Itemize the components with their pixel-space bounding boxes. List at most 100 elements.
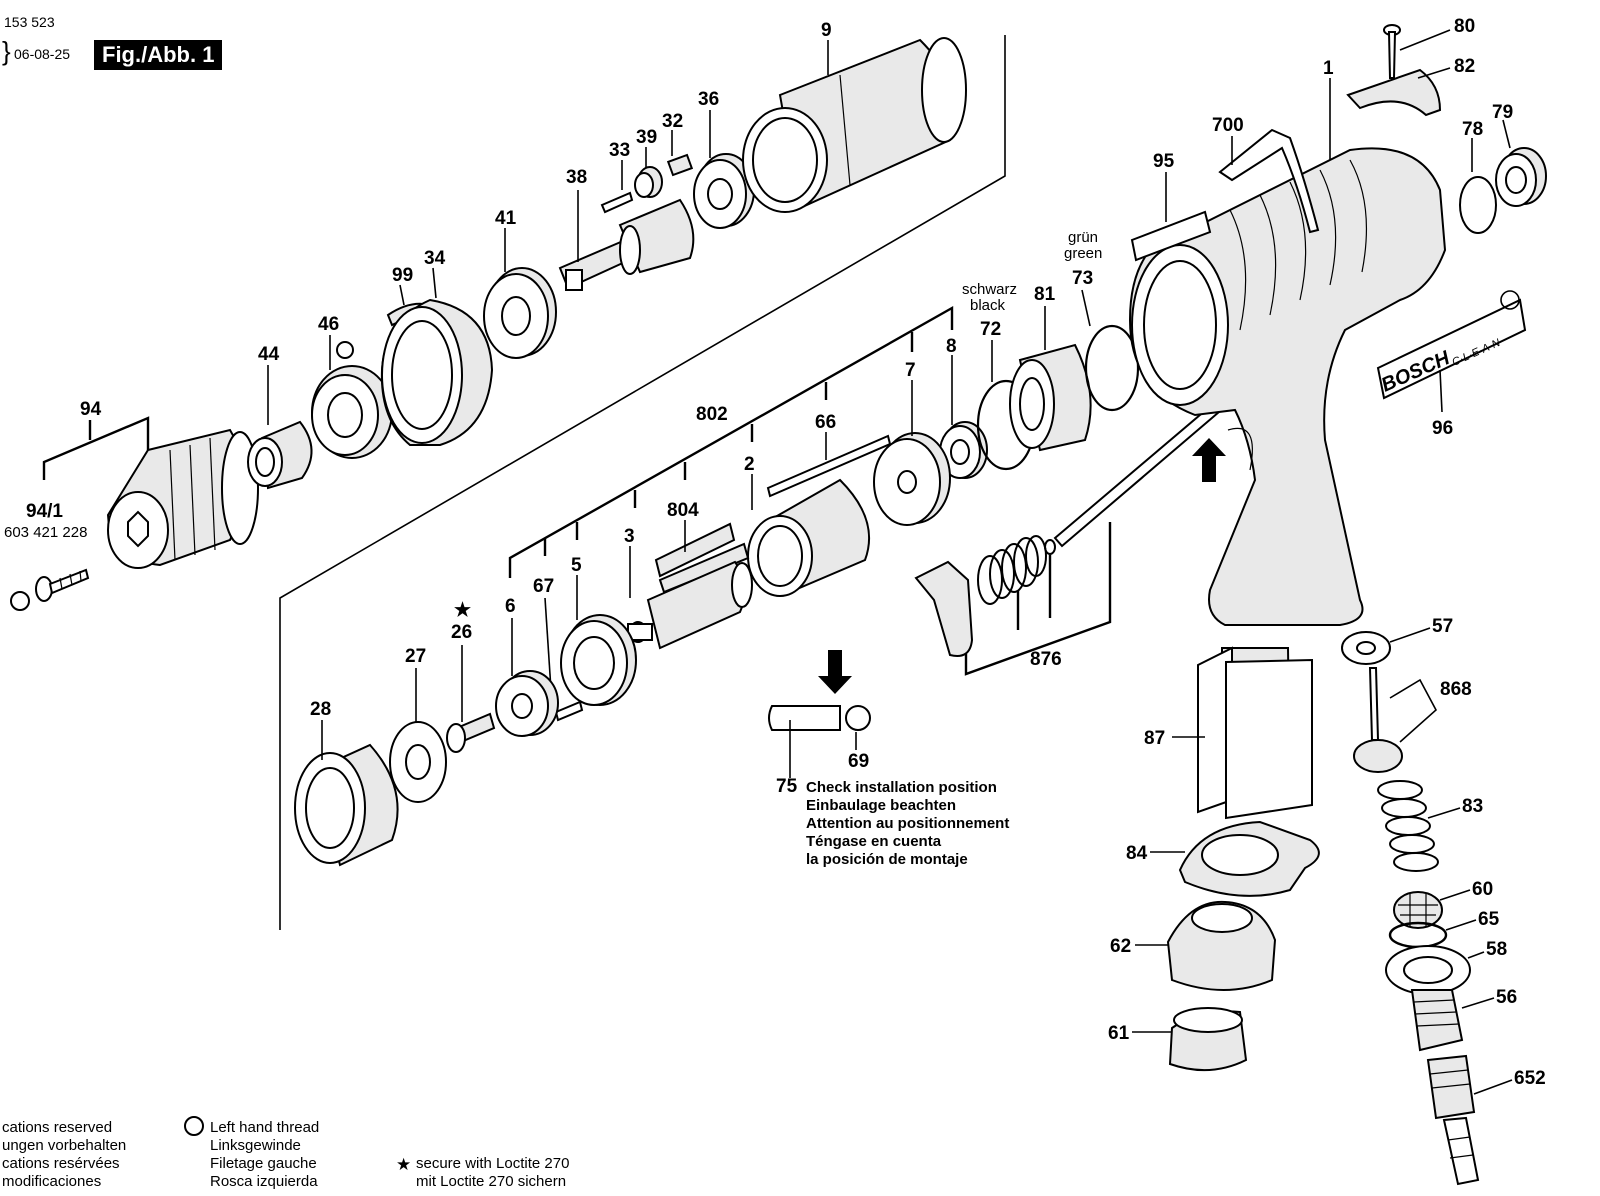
part-36-bearing — [693, 153, 755, 229]
label-9: 9 — [821, 20, 832, 41]
label-3: 3 — [624, 526, 635, 547]
label-876: 876 — [1030, 649, 1062, 670]
part-79-plug — [1495, 147, 1547, 207]
label-2: 2 — [744, 454, 755, 475]
part-804-blades — [654, 522, 750, 594]
part-73-o-ring — [1084, 324, 1140, 412]
install-note-line-4: Téngase en cuenta — [806, 833, 942, 850]
bracket-94 — [42, 416, 150, 480]
footer-loctite-2: mit Loctite 270 sichern — [416, 1173, 566, 1190]
part-5-end-plate — [560, 614, 637, 706]
loctite-star-26: ★ — [454, 600, 471, 621]
label-69: 69 — [848, 751, 869, 772]
label-84: 84 — [1126, 843, 1148, 864]
label-75: 75 — [776, 776, 798, 797]
label-27: 27 — [405, 646, 426, 667]
part-80-screw — [1383, 24, 1401, 79]
label-802: 802 — [696, 404, 728, 425]
label-79: 79 — [1492, 102, 1513, 123]
drill-chuck — [106, 428, 259, 569]
label-38: 38 — [566, 167, 587, 188]
part-34-ring-housing — [380, 298, 494, 446]
drawing-number: 153 523 — [4, 14, 55, 30]
label-66: 66 — [815, 412, 836, 433]
part-8-bearing — [939, 421, 988, 479]
screw-94-1 — [35, 568, 90, 602]
part-56-nipple — [1410, 989, 1464, 1052]
part-58-washer — [1385, 945, 1471, 995]
left-hand-thread-symbol-46 — [336, 341, 354, 359]
label-36: 36 — [698, 89, 719, 110]
footer-loctite-1: secure with Loctite 270 — [416, 1155, 569, 1172]
install-note-line-3: Attention au positionnement — [806, 815, 1009, 832]
label-60: 60 — [1472, 879, 1493, 900]
label-67: 67 — [533, 576, 554, 597]
part-6-bearing — [495, 670, 559, 737]
part-39-gear — [634, 166, 663, 198]
label-62: 62 — [1110, 936, 1131, 957]
label-1: 1 — [1323, 58, 1334, 79]
label-7: 7 — [905, 360, 916, 381]
label-94: 94 — [80, 399, 102, 420]
label-81: 81 — [1034, 284, 1056, 305]
part-84-cover — [1178, 820, 1320, 897]
part-26-pinion — [446, 712, 496, 753]
label-46: 46 — [318, 314, 339, 335]
footer-lht-3: Filetage gauche — [210, 1155, 317, 1172]
figure-label: Fig./Abb. 1 — [94, 40, 223, 70]
label-44: 44 — [258, 344, 280, 365]
label-39: 39 — [636, 127, 657, 148]
label-652: 652 — [1514, 1068, 1546, 1089]
label-34: 34 — [424, 248, 446, 269]
label-56: 56 — [1496, 987, 1517, 1008]
part-38-spindle — [558, 198, 695, 291]
label-61: 61 — [1108, 1023, 1130, 1044]
label-41: 41 — [495, 208, 517, 229]
footer-reserved-3: cations resérvées — [2, 1155, 120, 1172]
part-81-valve-sleeve — [1009, 343, 1092, 452]
part-28-ring-gear — [294, 743, 399, 867]
color-note-black-de: schwarz — [962, 281, 1017, 298]
part-700-hanger — [1218, 128, 1320, 234]
label-96: 96 — [1432, 418, 1453, 439]
label-72: 72 — [980, 319, 1001, 340]
label-95: 95 — [1153, 151, 1175, 172]
label-700: 700 — [1212, 115, 1244, 136]
label-804: 804 — [667, 500, 699, 521]
part-83-spring — [1377, 780, 1439, 872]
footer-reserved-2: ungen vorbehalten — [2, 1137, 126, 1154]
left-hand-thread-symbol — [10, 591, 30, 611]
install-note-line-5: la posición de montaje — [806, 851, 968, 868]
part-27-washer — [389, 721, 447, 803]
color-note-green-de: grün — [1068, 229, 1098, 246]
part-876-trigger — [914, 560, 974, 657]
part-66-pin — [766, 434, 892, 498]
bracket-868 — [1389, 678, 1438, 743]
bracket-876 — [964, 522, 1112, 676]
install-note-line-2: Einbaulage beachten — [806, 797, 956, 814]
color-note-black-en: black — [970, 297, 1006, 314]
label-83: 83 — [1462, 796, 1483, 817]
drawing-date: 06-08-25 — [14, 46, 71, 62]
part-1-tool-housing — [1128, 147, 1527, 626]
part-60-filter-ball — [1393, 891, 1443, 929]
part-7-end-plate — [873, 432, 951, 526]
label-57: 57 — [1432, 616, 1453, 637]
part-62-bushing — [1166, 900, 1277, 991]
label-80: 80 — [1454, 16, 1475, 37]
label-65: 65 — [1478, 909, 1500, 930]
label-28: 28 — [310, 699, 331, 720]
part-78-o-ring — [1459, 176, 1497, 234]
label-32: 32 — [662, 111, 683, 132]
label-5: 5 — [571, 555, 582, 576]
part-868-valve — [1353, 667, 1403, 773]
part-876-spring — [977, 535, 1056, 605]
footer-lht-1: Left hand thread — [210, 1119, 319, 1136]
label-73: 73 — [1072, 268, 1093, 289]
part-67-pin — [554, 700, 584, 722]
label-87: 87 — [1144, 728, 1165, 749]
part-41-bearing — [483, 267, 557, 359]
install-note-line-1: Check installation position — [806, 779, 997, 796]
label-868: 868 — [1440, 679, 1472, 700]
trigger-direction-arrow — [1192, 438, 1226, 482]
